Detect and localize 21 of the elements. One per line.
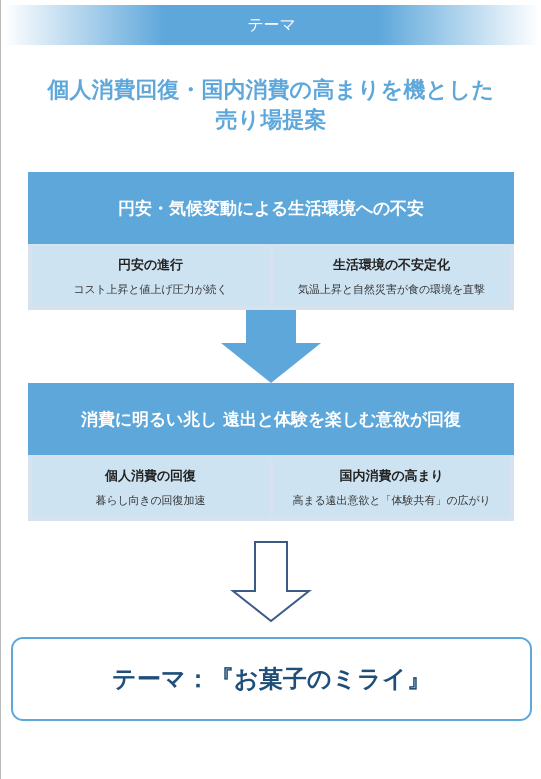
cell-heading: 円安の進行 <box>118 256 183 274</box>
info-cell <box>30 455 271 519</box>
topic-panel <box>28 172 514 310</box>
block-arrow <box>221 310 321 383</box>
cell-heading: 個人消費の回復 <box>105 468 196 484</box>
info-cell <box>30 244 271 308</box>
cell-text: コスト上昇と値上げ圧力が続く <box>74 282 228 296</box>
cell-text: 暮らし向きの回復加速 <box>96 492 206 508</box>
header-text: 円安・気候変動による生活環境への不安 <box>118 198 424 220</box>
theme-text: テーマ：『お菓子のミライ』 <box>112 664 431 695</box>
cell-heading: 生活環境の不安定化 <box>333 256 450 274</box>
page-title: 個人消費回復・国内消費の高まりを機とした売り場提案 <box>46 76 496 135</box>
cell-text: 高まる遠出意欲と「体験共有」の広がり <box>292 492 490 508</box>
theme-box <box>11 637 532 721</box>
block-arrow <box>230 541 312 622</box>
cell-text: 気温上昇と自然災害が食の環境を直撃 <box>298 282 485 296</box>
header-text: 消費に明るい兆し 遠出と体験を楽しむ意欲が回復 <box>81 408 461 430</box>
topic-panel <box>28 383 514 521</box>
info-cell <box>271 455 512 519</box>
cell-heading: 国内消費の高まり <box>340 468 444 484</box>
info-cell <box>271 244 512 308</box>
